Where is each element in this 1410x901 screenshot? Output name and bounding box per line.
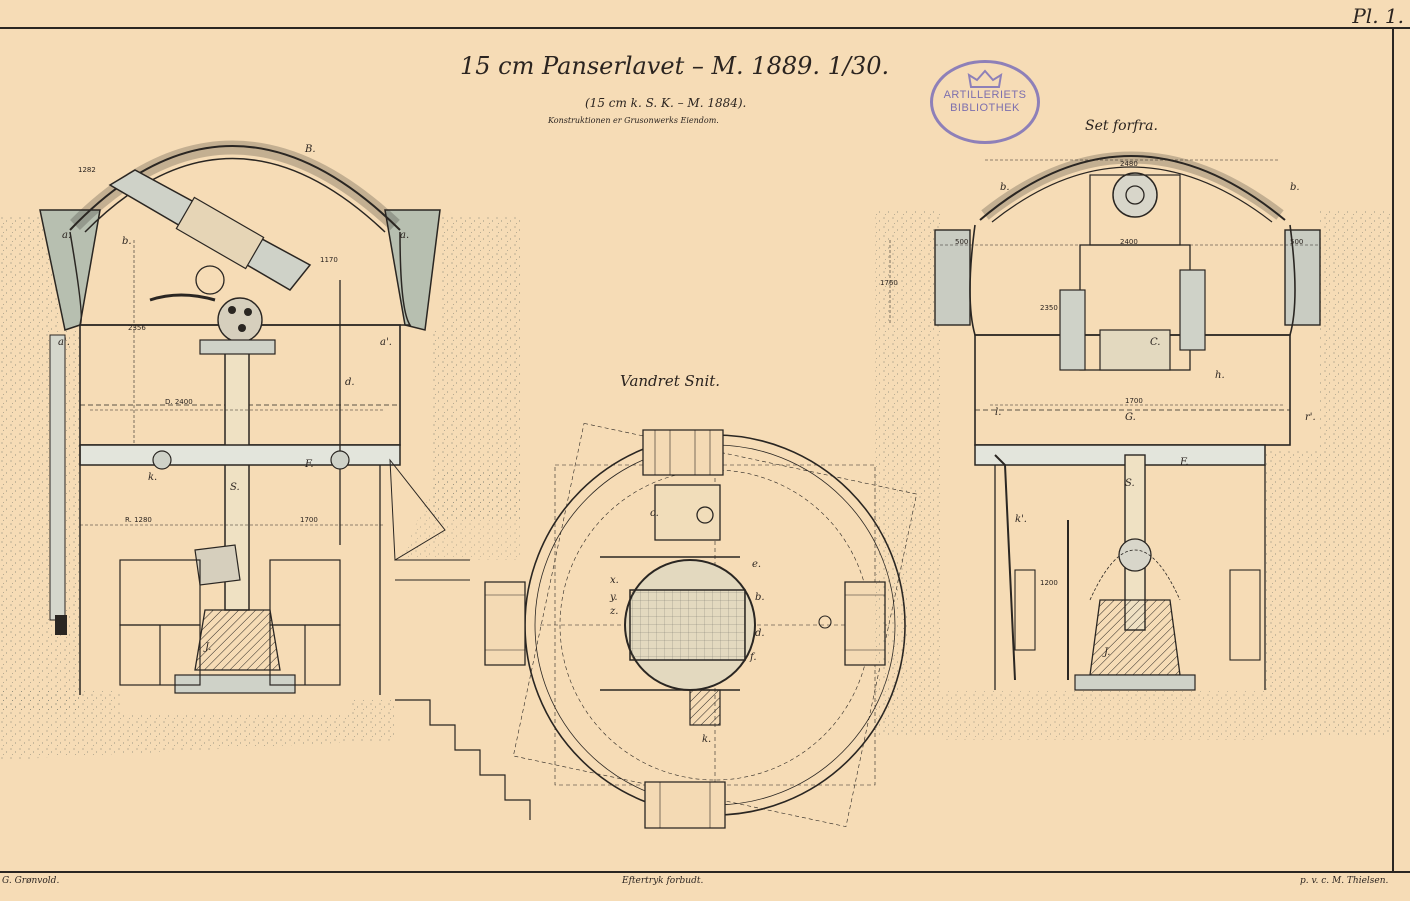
front-dim-2350: 2350 [1040,304,1058,312]
plan-label-z: z. [609,606,618,617]
dim-r-1280: R. 1280 [125,516,152,524]
storage-cabinets [119,559,341,686]
label-post: S. [230,482,240,493]
front-dim-500-left: 500 [955,238,968,246]
label-base: J. [203,642,211,653]
front-label-k1: k'. [1015,514,1027,525]
central-mechanism [600,484,832,726]
front-label-c: C. [1150,337,1160,348]
label-cupola: B. [304,144,316,155]
label-wall-a-right: a. [400,230,409,241]
front-label-g: G. [1125,412,1136,423]
front-label-h: h. [1215,370,1225,381]
label-wall-a-left: a. [62,230,71,241]
library-stamp: ARTILLERIETS BIBLIOTHEK [930,60,1040,144]
dim-d-2400: D. 2400 [165,398,193,406]
dim-1170: 1170 [320,256,338,264]
footer-copyright: Eftertryk forbudt. [622,876,704,886]
front-dim-2400: 2400 [1120,238,1138,246]
front-label-base: J. [1102,647,1110,658]
front-dim-500-right: 500 [1290,238,1303,246]
pivot-column [174,339,296,694]
armour-wall-right [384,209,441,331]
plan-label-k: k. [702,734,711,745]
label-a1-left: a'. [58,337,70,348]
front-dim-1700: 1700 [1125,397,1143,405]
front-dim-1760: 1760 [880,279,898,287]
label-d: d. [345,377,355,388]
front-label-b-left: b. [1000,182,1010,193]
horizontal-section-view: k. c. e. x. y. z. b. d. f. [484,423,917,829]
plan-label-y: y. [609,592,618,603]
footer-printer: p. v. c. M. Thielsen. [1300,876,1389,886]
plate-number: Pl. 1. [1352,4,1404,28]
label-a1-right: a'. [380,337,392,348]
front-label-r1: r'. [1305,412,1316,423]
front-dim-2480: 2480 [1120,160,1138,168]
plan-label-c: c. [650,508,659,519]
gun-front [1059,172,1206,371]
drawing-title: 15 cm Panserlavet – M. 1889. 1/30. [460,52,890,80]
footer-draftsman: G. Grønvold. [2,876,60,886]
stamp-line-1: ARTILLERIETS [943,89,1027,101]
plan-label-e: e. [752,559,761,570]
front-label-post: S. [1125,478,1135,489]
label-f: F. [304,459,314,470]
stairs [395,699,531,820]
label-k: k. [148,472,157,483]
plan-label-b: b. [755,592,765,603]
crown-icon [967,69,1003,88]
dim-2356: 2356 [128,324,146,332]
front-label-l: l. [995,407,1001,418]
front-label-f: F. [1179,457,1189,468]
label-b: b. [122,236,132,247]
drawing-subtitle: (15 cm k. S. K. – M. 1884). [585,96,747,110]
front-view-title: Set forfra. [1085,118,1158,134]
plan-label-f: f. [749,652,757,663]
construction-note: Konstruktionen er Grusonwerks Eiendom. [548,116,719,125]
front-label-b-right: b. [1290,182,1300,193]
front-dim-1200: 1200 [1040,579,1058,587]
plan-label-d: d. [755,628,765,639]
sheet-frame [0,27,1410,873]
horizontal-section-title: Vandret Snit. [620,372,721,390]
plan-label-x: x. [610,575,619,586]
front-view: b. b. C. F. G. S. J. r'. k'. l. h. 2480 … [875,151,1390,740]
dim-1700: 1700 [300,516,318,524]
stamp-line-2: BIBLIOTHEK [950,102,1020,114]
side-section-view: B. a. a. b. a'. a'. F. k. d. S. J. D. 24… [0,140,531,820]
gun-barrel [108,169,312,343]
dim-1282: 1282 [78,166,96,174]
